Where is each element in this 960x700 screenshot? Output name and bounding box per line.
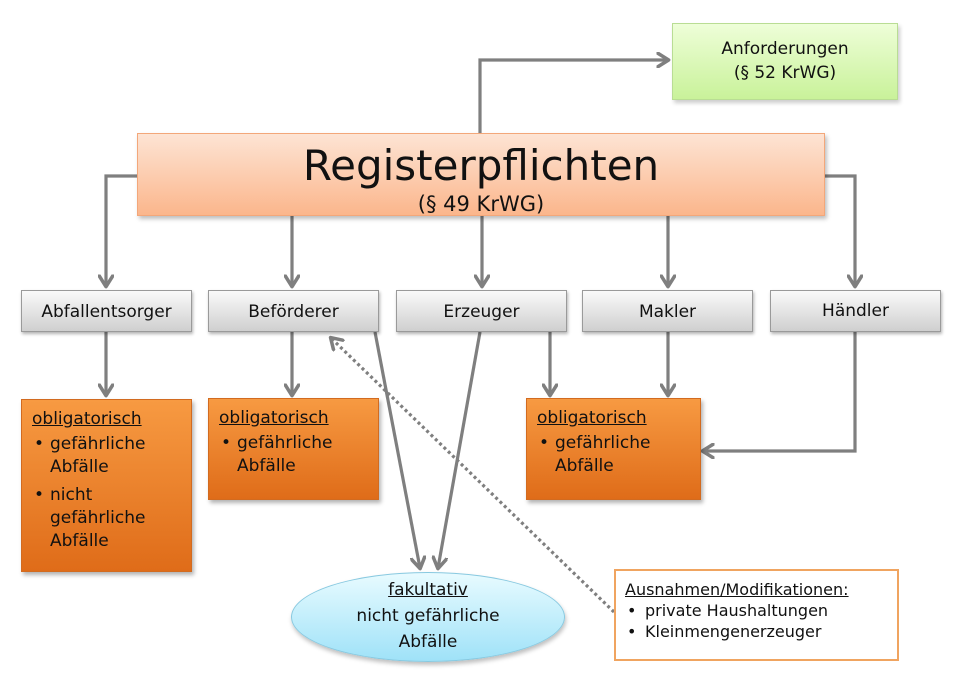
mandatory-box-abfallentsorger: obligatorisch gefährliche Abfälle nicht …	[21, 399, 192, 572]
optional-heading: fakultativ	[388, 580, 468, 600]
optional-line-1: nicht gefährliche	[356, 606, 500, 626]
mandatory-heading: obligatorisch	[32, 409, 142, 429]
mandatory-heading: obligatorisch	[219, 408, 329, 428]
actor-makler: Makler	[582, 290, 753, 332]
exceptions-item: Kleinmengenerzeuger	[627, 621, 888, 642]
requirements-line-2: (§ 52 KrWG)	[733, 63, 837, 83]
mandatory-item: gefährliche Abfälle	[539, 432, 690, 478]
mandatory-item: gefährliche Abfälle	[221, 432, 368, 478]
actor-abfallentsorger: Abfallentsorger	[21, 290, 192, 332]
mandatory-box-befoerderer: obligatorisch gefährliche Abfälle	[208, 398, 379, 500]
arrow-erzeuger-fakultativ	[438, 331, 482, 568]
actor-haendler: Händler	[770, 290, 941, 332]
mandatory-item: gefährliche Abfälle	[34, 433, 181, 479]
arrow-to-requirements	[478, 60, 668, 133]
register-subtitle: (§ 49 KrWG)	[417, 192, 545, 216]
arrow-to-abfallentsorger	[106, 174, 137, 286]
exceptions-heading: Ausnahmen/Modifikationen:	[625, 580, 849, 599]
requirements-box: Anforderungen (§ 52 KrWG)	[672, 23, 898, 100]
exceptions-box: Ausnahmen/Modifikationen: private Hausha…	[614, 569, 899, 661]
actor-erzeuger: Erzeuger	[396, 290, 567, 332]
arrow-haendler-obligatorisch	[703, 332, 857, 451]
exceptions-item: private Haushaltungen	[627, 600, 888, 621]
mandatory-heading: obligatorisch	[537, 408, 647, 428]
mandatory-item: nicht gefährliche Abfälle	[34, 484, 181, 553]
arrow-befoerderer-fakultativ	[373, 331, 420, 568]
arrow-to-haendler	[825, 174, 855, 286]
actor-befoerderer: Beförderer	[208, 290, 379, 332]
requirements-line-1: Anforderungen	[721, 39, 849, 59]
mandatory-box-erzeuger-makler-haendler: obligatorisch gefährliche Abfälle	[526, 398, 701, 500]
optional-line-2: Abfälle	[398, 632, 458, 652]
register-duties-box: Registerpflichten (§ 49 KrWG)	[137, 133, 825, 216]
register-title: Registerpflichten	[302, 141, 660, 190]
optional-ellipse: fakultativ nicht gefährliche Abfälle	[291, 572, 565, 662]
